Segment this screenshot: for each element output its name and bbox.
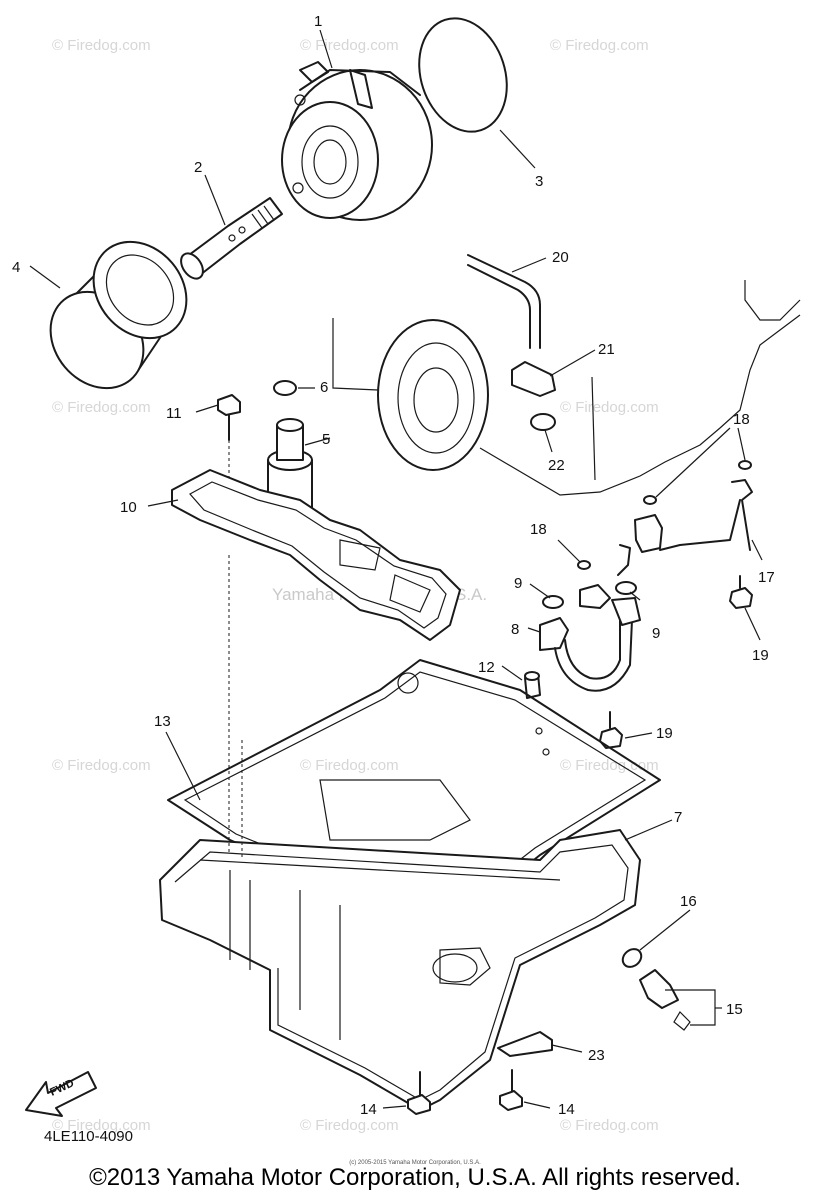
part-1-oil-cooler [281, 61, 433, 221]
callout-20: 20 [552, 249, 569, 266]
tiny-copyright-note: (c) 2005-2015 Yamaha Motor Corporation, … [349, 1160, 481, 1166]
callout-2: 2 [194, 159, 202, 176]
watermark: © Firedog.com [560, 757, 659, 774]
part-18-o-ring-lower [643, 495, 657, 505]
part-2-union-bolt [180, 197, 283, 280]
callout-14-left: 14 [360, 1101, 377, 1118]
part-11-bolt [217, 394, 241, 485]
callout-23: 23 [588, 1047, 605, 1064]
callout-17: 17 [758, 569, 775, 586]
leader-lines [29, 29, 763, 1109]
callout-6: 6 [320, 379, 328, 396]
callout-12: 12 [478, 659, 495, 676]
callout-14-right: 14 [558, 1101, 575, 1118]
callout-5: 5 [322, 431, 330, 448]
callout-7: 7 [674, 809, 682, 826]
callout-10: 10 [120, 499, 137, 516]
part-22-clip [530, 413, 556, 431]
part-19-bolt-upper [729, 575, 753, 609]
callout-16: 16 [680, 893, 697, 910]
callout-22: 22 [548, 457, 565, 474]
callout-18-left: 18 [530, 521, 547, 538]
watermark: © Firedog.com [52, 399, 151, 416]
part-20-pipe [467, 254, 541, 349]
part-12-plug [524, 671, 541, 699]
part-14-bolt-left [407, 1071, 431, 1115]
strainer-assembly [332, 280, 801, 496]
callout-13: 13 [154, 713, 171, 730]
part-16-gasket [621, 948, 643, 968]
callout-4: 4 [12, 259, 20, 276]
watermark: © Firedog.com [52, 757, 151, 774]
part-18-o-ring-left [577, 560, 591, 570]
part-21-damper [511, 361, 556, 397]
callout-19-upper: 19 [752, 647, 769, 664]
watermark: © Firedog.com [550, 37, 649, 54]
fwd-arrow-icon: FWD [25, 1071, 97, 1117]
watermark: © Firedog.com [300, 37, 399, 54]
copyright-notice: ©2013 Yamaha Motor Corporation, U.S.A. A… [89, 1164, 741, 1191]
part-17-oil-pipe [617, 479, 753, 576]
callout-21: 21 [598, 341, 615, 358]
watermark: © Firedog.com [560, 399, 659, 416]
part-7-oil-pan [159, 555, 641, 1111]
part-23-bracket [497, 1031, 553, 1057]
watermark: © Firedog.com [300, 1117, 399, 1134]
part-14-bolt-right [499, 1069, 523, 1111]
callout-8: 8 [511, 621, 519, 638]
callout-1: 1 [314, 13, 322, 30]
callout-15: 15 [726, 1001, 743, 1018]
watermarks: © Firedog.com © Firedog.com © Firedog.co… [52, 37, 659, 1134]
callout-11: 11 [166, 405, 182, 422]
part-15-drain-bolt [639, 969, 691, 1031]
part-8-oil-pipe-assembly [539, 584, 641, 692]
watermark: © Firedog.com [300, 757, 399, 774]
part-9-o-ring-right [615, 581, 637, 595]
callout-19-lower: 19 [656, 725, 673, 742]
watermark: © Firedog.com [52, 1117, 151, 1134]
callout-3: 3 [535, 173, 543, 190]
part-6-o-ring [273, 380, 297, 396]
part-10-baffle-plate [171, 469, 461, 641]
part-9-o-ring-left [542, 595, 564, 609]
callouts: 1 2 3 4 5 6 7 8 9 9 10 11 12 13 14 14 15… [12, 13, 775, 1118]
part-4-oil-filter [49, 240, 188, 390]
drawing-code: 4LE110-4090 [44, 1128, 133, 1145]
part-3-o-ring [418, 17, 508, 133]
watermark: © Firedog.com [52, 37, 151, 54]
callout-9-left: 9 [514, 575, 522, 592]
callout-18-upper: 18 [733, 411, 750, 428]
part-18-o-ring-upper [738, 460, 752, 470]
watermark: © Firedog.com [560, 1117, 659, 1134]
callout-9-right: 9 [652, 625, 660, 642]
